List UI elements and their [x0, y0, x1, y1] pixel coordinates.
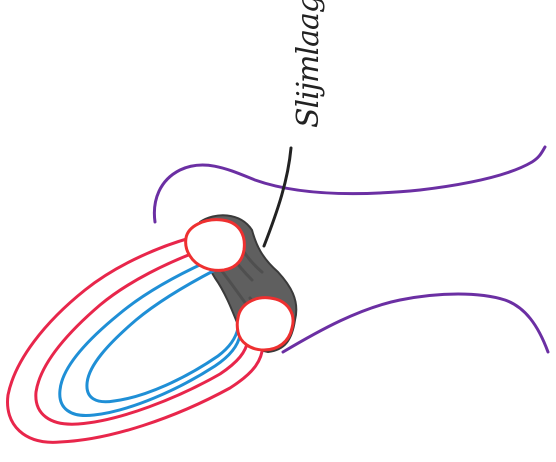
lower-cap: [237, 298, 293, 350]
slime-layer-label: Slijmlaag: [291, 0, 326, 128]
inner-membrane-inner: [87, 270, 238, 402]
upper-cap: [186, 220, 245, 271]
label-pointer-line: [264, 148, 291, 246]
envelope-upper-strand: [154, 147, 545, 222]
envelope-lower-strand: [283, 294, 548, 352]
